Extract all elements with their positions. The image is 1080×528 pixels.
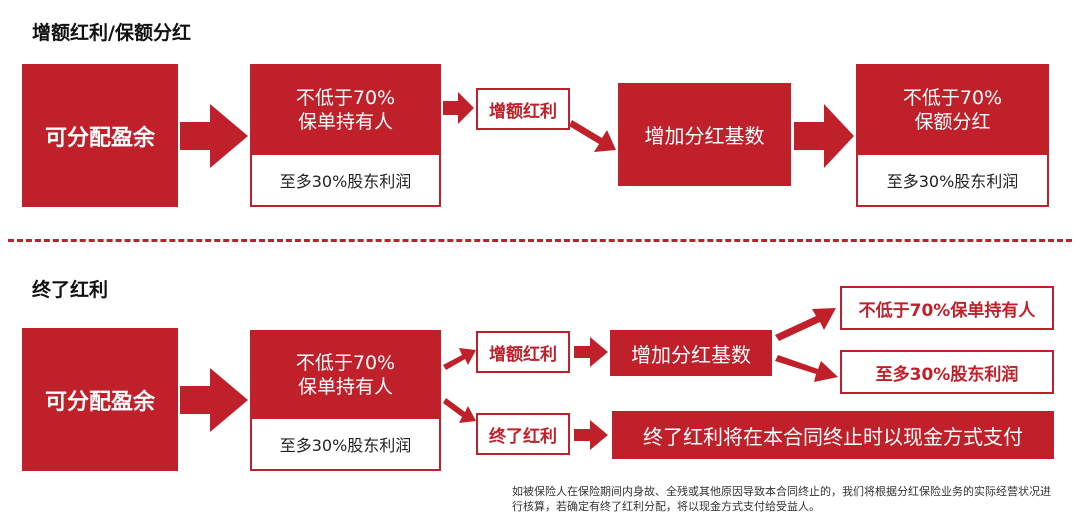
split-main-label: 不低于70% 保单持有人	[252, 66, 439, 155]
split-sub-label: 至多30%股东利润	[279, 172, 412, 191]
section-title-bottom: 终了红利	[32, 279, 109, 301]
base-box-top: 增加分红基数	[618, 83, 791, 186]
out-box-1: 不低于70%保单持有人	[840, 286, 1054, 330]
section-title-top: 增额红利/保额分红	[32, 22, 191, 44]
arrow-diagonal-icon	[443, 398, 476, 423]
tag-box-bottom-2: 终了红利	[476, 413, 570, 455]
split-main-label: 不低于70% 保单持有人	[252, 332, 439, 419]
out-box-2: 至多30%股东利润	[840, 350, 1054, 394]
split-box-bottom: 不低于70% 保单持有人 至多30%股东利润	[250, 330, 441, 471]
arrow-right-icon	[574, 337, 608, 367]
arrow-right-icon	[180, 104, 248, 168]
source-box-top: 可分配盈余	[22, 64, 178, 207]
split-box-top-1: 不低于70% 保单持有人 至多30%股东利润	[250, 64, 441, 207]
arrow-diagonal-icon	[569, 120, 616, 152]
base-box-bottom: 增加分红基数	[610, 330, 772, 376]
split-sub-label: 至多30%股东利润	[279, 436, 412, 455]
final-box: 终了红利将在本合同终止时以现金方式支付	[612, 411, 1054, 459]
arrow-right-icon	[794, 104, 854, 168]
split-sub-label: 至多30%股东利润	[886, 172, 1019, 191]
arrow-right-icon	[574, 420, 608, 450]
split-main-label: 不低于70% 保额分红	[858, 66, 1047, 155]
tag-box-bottom-1: 增额红利	[476, 331, 570, 373]
arrow-right-icon	[180, 368, 248, 432]
arrow-diagonal-icon	[775, 308, 836, 341]
tag-box-top: 增额红利	[476, 88, 570, 130]
source-box-bottom: 可分配盈余	[22, 328, 178, 471]
arrow-diagonal-icon	[775, 355, 838, 382]
section-divider	[8, 239, 1072, 242]
arrow-right-icon	[443, 92, 474, 124]
split-box-top-2: 不低于70% 保额分红 至多30%股东利润	[856, 64, 1049, 207]
footnote: 如被保险人在保险期间内身故、全残或其他原因导致本合同终止的，我们将根据分红保险业…	[512, 485, 1051, 513]
arrow-diagonal-icon	[443, 348, 476, 370]
